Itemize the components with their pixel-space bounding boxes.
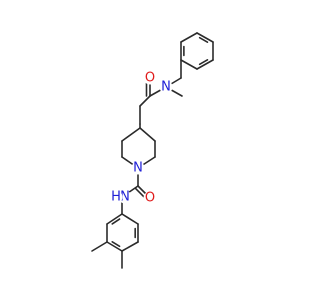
nitrogen-atom-piperidine-text: N (133, 161, 143, 176)
ring-bond (121, 213, 139, 225)
ring-bond (121, 241, 139, 252)
oxygen-atom-top-text: O (145, 71, 155, 86)
ring-bond (106, 241, 123, 252)
nitrogen-atom-amide-text: N (161, 80, 171, 95)
nitrogen-atom-amide: N (159, 80, 173, 95)
nitrogen-atom-anilide-bg (118, 190, 132, 204)
nitrogen-atom-piperidine-bg (131, 161, 145, 175)
chain-bond (139, 95, 151, 107)
piperidine-bond (121, 127, 141, 142)
nitrogen-atom-amide-bg (159, 80, 173, 94)
ring-bond (196, 59, 214, 70)
oxygen-atom-top-bg (143, 71, 157, 85)
hydrogen-atom-anilide-bg (109, 190, 123, 204)
oxygen-atom-urea-text: O (145, 191, 155, 206)
ring-bond (180, 32, 198, 43)
ring-bond (196, 32, 214, 43)
oxygen-atom-urea-bg (143, 191, 157, 205)
ring-bond (180, 59, 198, 70)
piperidine-bond (139, 127, 156, 142)
ring-bond (106, 213, 123, 225)
ring-double-bond (198, 36, 209, 43)
nitrogen-atom-piperidine: N (131, 161, 145, 176)
methyl-bond (91, 241, 108, 252)
nitrogen-atom-anilide-text: N (120, 190, 130, 205)
ring-double-bond (111, 241, 121, 248)
oxygen-atom-urea: O (143, 191, 157, 206)
bond-layer (91, 32, 214, 269)
hydrogen-atom-anilide: H (109, 190, 123, 205)
hydrogen-atom-anilide-text: H (111, 190, 121, 205)
ring-double-bond (111, 218, 121, 225)
ring-double-bond (198, 59, 209, 66)
oxygen-atom-top: O (143, 71, 157, 86)
nitrogen-atom-anilide: N (118, 190, 132, 205)
